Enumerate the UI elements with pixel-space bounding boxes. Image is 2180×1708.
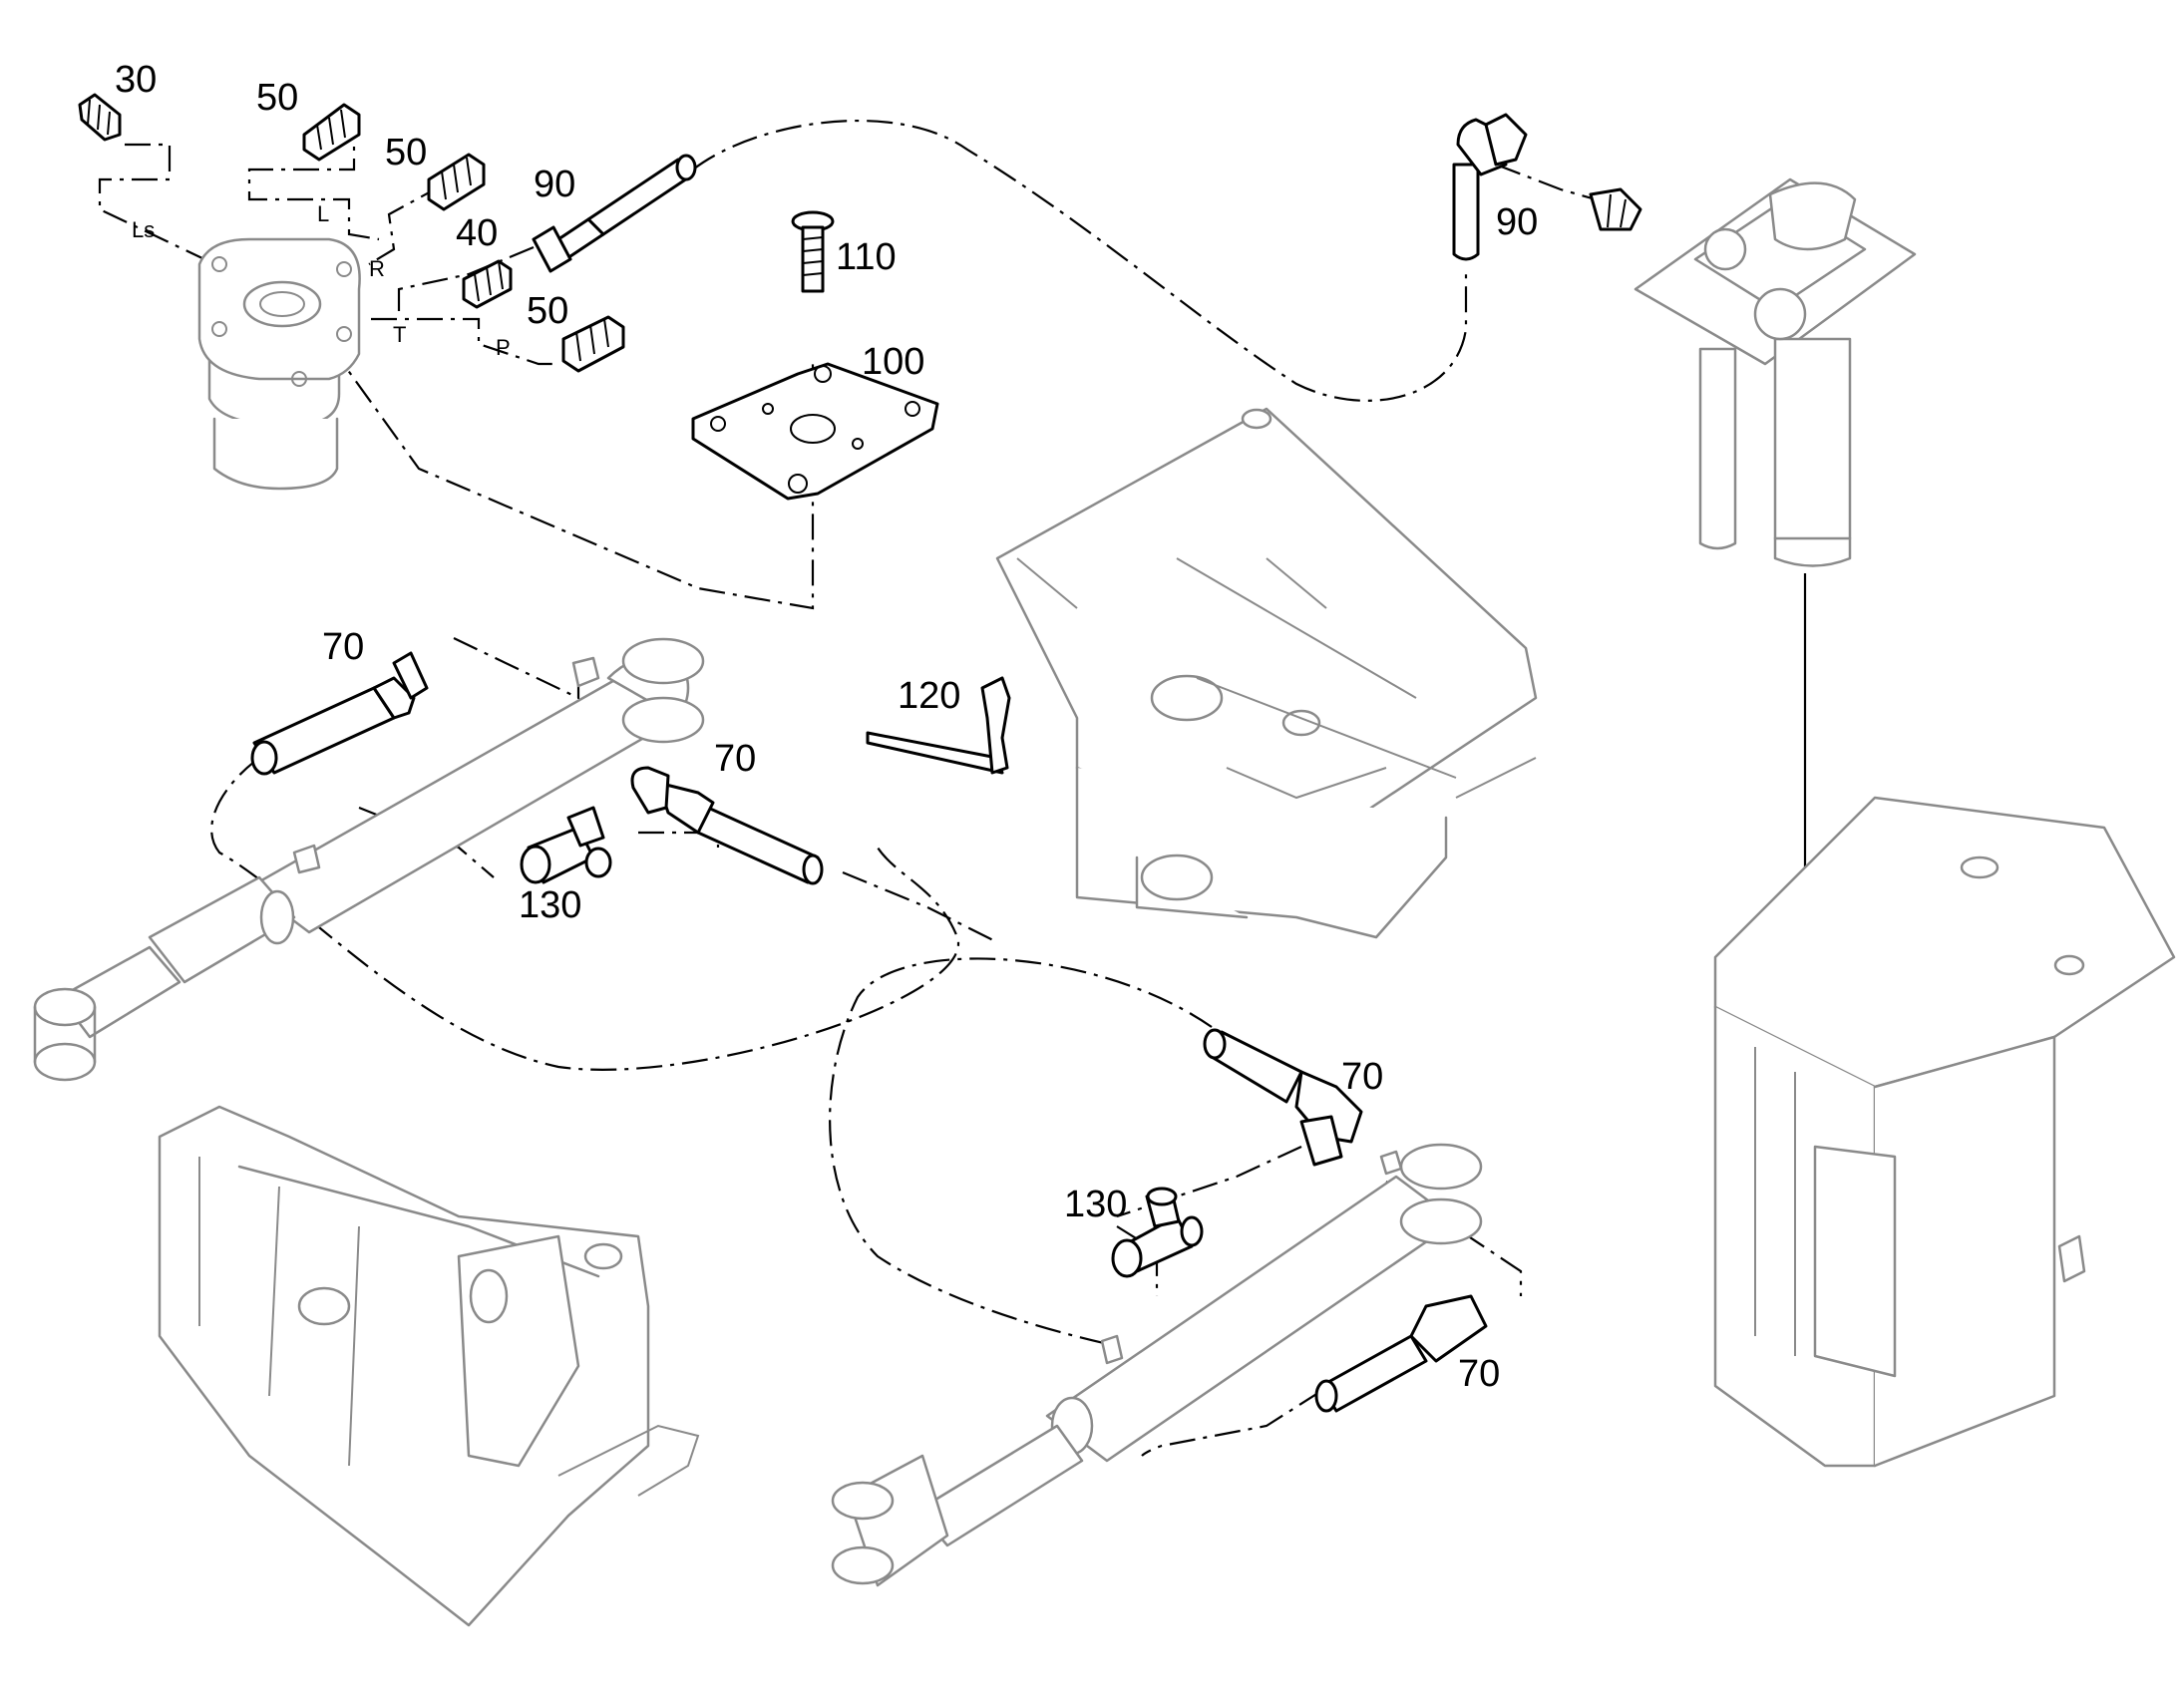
tee-fitting-130-b (1111, 1187, 1204, 1278)
plate-100 (691, 362, 939, 501)
steering-cylinder-upper (33, 637, 705, 1082)
callout-70-a: 70 (322, 626, 364, 668)
fitting-50-c (561, 315, 625, 373)
callout-50-c: 50 (527, 290, 568, 332)
hose-70-c (1203, 1028, 1363, 1167)
adapter-fitting (1589, 187, 1642, 231)
port-label-r: R (369, 256, 385, 281)
callout-70-c: 70 (1341, 1056, 1383, 1098)
callout-130-a: 130 (519, 884, 581, 926)
callout-110: 110 (836, 236, 897, 278)
port-label-l: L (317, 201, 329, 226)
callout-130-b: 130 (1064, 1184, 1127, 1225)
callout-30: 30 (115, 59, 157, 101)
callout-40: 40 (456, 212, 498, 254)
hose-70-d (1314, 1294, 1488, 1413)
callout-70-b: 70 (714, 738, 756, 780)
tee-fitting-130-a (520, 806, 612, 884)
screw-110 (791, 210, 835, 293)
valve-block-unit (1634, 177, 1917, 567)
callout-120: 120 (898, 675, 960, 717)
callout-50-b: 50 (385, 132, 427, 173)
callout-90-b: 90 (1496, 201, 1538, 243)
rear-body (1713, 796, 2176, 1468)
center-frame (995, 407, 1538, 939)
callouts: 30 50 50 40 50 90 90 110 100 120 70 70 7… (115, 59, 1538, 1395)
fitting-40 (462, 259, 513, 309)
strap-120 (866, 676, 1011, 775)
fitting-50-b (427, 153, 486, 211)
fitting-30 (78, 93, 122, 142)
port-label-t: T (393, 322, 406, 347)
callout-90-a: 90 (534, 164, 575, 205)
callout-100: 100 (862, 341, 924, 383)
hose-90-b (1452, 113, 1528, 261)
callout-50-a: 50 (256, 77, 298, 119)
hose-90-a (532, 154, 697, 273)
hose-70-b (630, 766, 824, 885)
steering-cylinder-lower (831, 1143, 1483, 1587)
port-label-ls: Ls (132, 217, 155, 242)
routing-lines (98, 119, 1807, 1457)
port-label-p: P (496, 335, 511, 360)
front-chassis (158, 1105, 700, 1627)
hose-70-a (250, 651, 429, 776)
fitting-50-a (302, 103, 361, 162)
steering-valve (197, 237, 361, 491)
callout-70-d: 70 (1458, 1353, 1500, 1395)
port-labels: Ls L R T P (132, 201, 511, 360)
